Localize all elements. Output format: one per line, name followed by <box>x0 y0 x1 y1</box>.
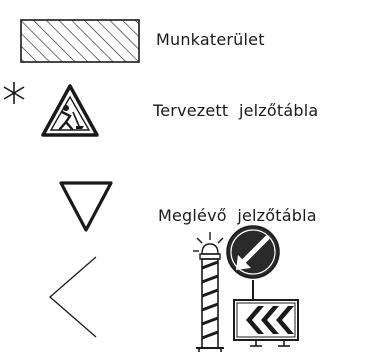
legend-label-work-area: Munkaterület <box>156 30 265 49</box>
hatched-rectangle-icon <box>21 20 139 62</box>
keep-right-sign-icon <box>227 226 279 300</box>
inverted-triangle-sign-icon <box>61 183 111 230</box>
open-angle-chevron-icon <box>50 257 96 337</box>
chevron-board-icon <box>234 300 298 346</box>
legend-label-existing-sign: Meglévő jelzőtábla <box>158 206 317 225</box>
road-works-warning-sign-icon <box>43 86 97 135</box>
legend-label-planned-sign: Tervezett jelzőtábla <box>153 101 318 120</box>
barrier-with-warning-light-icon <box>193 232 224 352</box>
asterisk-marker-icon <box>4 82 24 104</box>
